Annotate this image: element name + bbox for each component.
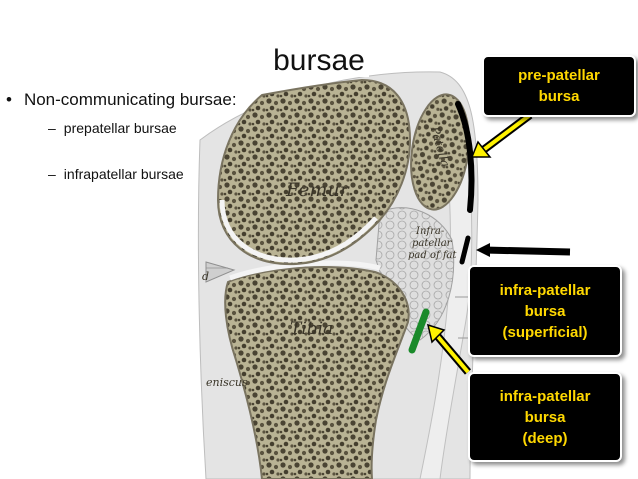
- fat-pad-label-2: patellar: [412, 238, 453, 249]
- arrow-deep: [426, 323, 472, 375]
- deep-infrapatellar-bursa: [408, 308, 430, 354]
- callout-prepatellar-bursa: pre-patellar bursa: [482, 55, 636, 117]
- femur-label: Femur: [285, 179, 351, 201]
- tibia-bone: [224, 266, 410, 479]
- meniscus: [205, 261, 236, 283]
- sub-bullet-item: –infrapatellar bursae: [48, 166, 237, 182]
- arrow-prepatellar: [470, 111, 533, 158]
- sub-bullet-text: prepatellar bursae: [63, 120, 177, 136]
- bullet-list: •Non-communicating bursae: –prepatellar …: [6, 90, 237, 182]
- bullet-marker: •: [6, 90, 12, 109]
- callout-line: (deep): [522, 429, 568, 447]
- meniscus-label: eniscus: [206, 376, 248, 389]
- femur-bone: [216, 78, 412, 266]
- sub-bullet-text: infrapatellar bursae: [63, 166, 184, 182]
- tibia-label: Tibia: [290, 319, 333, 339]
- bullet-text: Non-communicating bursae:: [23, 90, 237, 109]
- fat-pad-label-1: Infra-: [415, 226, 445, 237]
- callout-line: bursa: [524, 408, 566, 426]
- arrow-superficial: [476, 243, 571, 257]
- femur-articular-cartilage: [219, 199, 378, 263]
- callout-line: bursa: [538, 88, 580, 105]
- sub-bullet-item: –prepatellar bursae: [48, 120, 237, 136]
- sub-bullet-marker: –: [48, 166, 56, 182]
- callout-infrapatellar-superficial: infra-patellar bursa (superficial): [468, 265, 622, 357]
- callout-line: infra-patellar: [499, 387, 591, 405]
- ligament-label: d: [202, 270, 209, 283]
- prepatellar-bursa: [455, 101, 475, 213]
- callout-infrapatellar-deep: infra-patellar bursa (deep): [468, 372, 622, 462]
- callout-line: infra-patellar: [499, 281, 591, 299]
- superficial-infrapatellar-bursa: [459, 235, 471, 265]
- callout-line: pre-patellar: [518, 67, 600, 84]
- sub-bullet-marker: –: [48, 120, 56, 136]
- callout-line: (superficial): [502, 323, 588, 341]
- fat-pad-label-3: pad of fat: [408, 250, 458, 261]
- callout-line: bursa: [524, 302, 566, 320]
- patellar-tendon-band: [419, 94, 473, 479]
- bullet-item: • Non-communicating bursae:: [6, 90, 237, 110]
